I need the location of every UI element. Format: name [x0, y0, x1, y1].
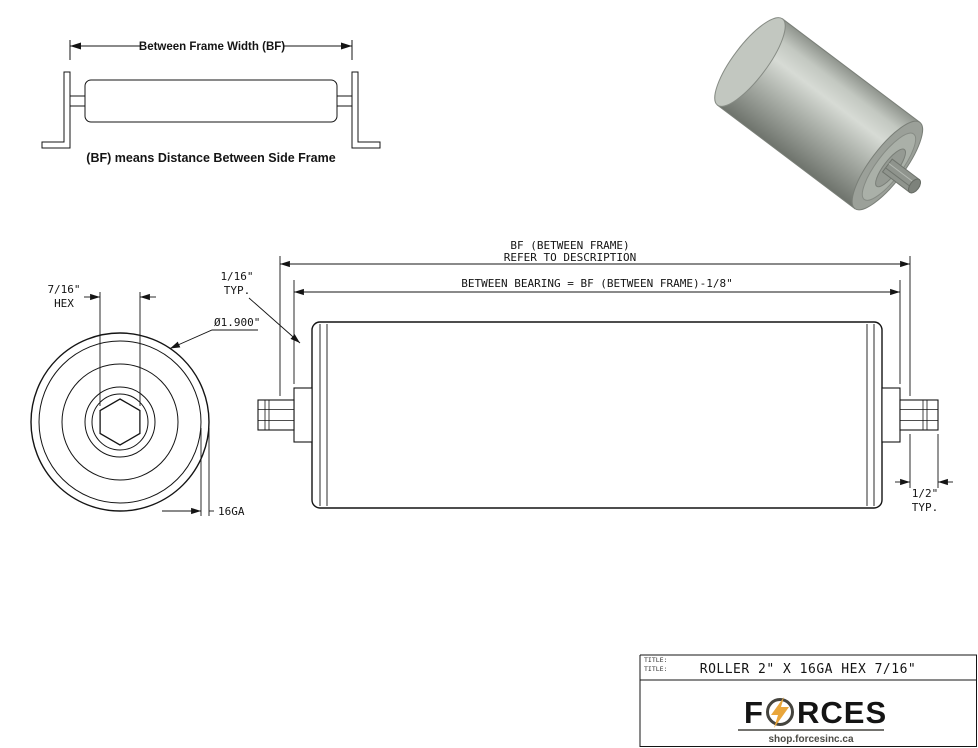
right-offset-typ: TYP.: [912, 501, 939, 514]
bf-label-line1: BF (BETWEEN FRAME): [510, 239, 629, 252]
left-offset-leader: [248, 297, 301, 344]
brand-prefix: F: [744, 695, 764, 730]
title-field-label-1: TITLE:: [644, 656, 667, 664]
title-block: TITLE: TITLE: ROLLER 2" X 16GA HEX 7/16"…: [639, 654, 977, 747]
left-side-frame: [41, 71, 71, 149]
bearing-outer-circle: [84, 386, 156, 458]
roller-body: [84, 79, 338, 123]
lightning-bolt-icon: [771, 697, 789, 728]
bf-label-line2: REFER TO DESCRIPTION: [504, 251, 636, 264]
frame-width-diagram: [41, 40, 381, 149]
right-offset-dimension: [895, 434, 953, 488]
right-shaft-stub: [336, 95, 353, 107]
brand-suffix: RCES: [797, 695, 887, 730]
gauge-dimension: [162, 428, 214, 516]
hex-word-label: HEX: [54, 297, 74, 310]
between-bearing-label: BETWEEN BEARING = BF (BETWEEN FRAME)-1/8…: [461, 277, 733, 290]
shaft-facet-line: [885, 167, 914, 189]
left-bearing: [293, 387, 313, 443]
right-hex-shaft: [899, 399, 939, 431]
website-label: shop.forcesinc.ca: [768, 734, 853, 745]
title-field-label-2: TITLE:: [644, 665, 667, 673]
left-hex-shaft: [257, 399, 295, 431]
diameter-leader: [169, 329, 258, 349]
hex-size-label: 7/16": [47, 283, 80, 296]
bf-dimension: [279, 256, 911, 396]
tube-id-circle: [38, 340, 202, 504]
forces-logo: F RCES shop.forcesinc.ca: [738, 695, 887, 745]
hex-dimension: [84, 292, 156, 406]
cylinder-top-face: [714, 17, 786, 107]
diameter-label: Ø1.900": [214, 316, 260, 329]
right-bearing: [881, 387, 901, 443]
frame-width-dim-label: Between Frame Width (BF): [139, 41, 285, 53]
side-view: [248, 256, 953, 509]
roller-tube: [311, 321, 883, 509]
shaft-end-face: [908, 178, 922, 194]
end-view: [30, 292, 258, 516]
roller-3d-render: [714, 17, 924, 211]
between-bearing-dimension: [293, 280, 901, 384]
frame-diagram-caption: (BF) means Distance Between Side Frame: [86, 151, 335, 165]
bearing-inner-circle: [91, 393, 149, 451]
shaft-highlight: [888, 163, 917, 185]
roller-od-circle: [30, 332, 210, 512]
hex-bore: [99, 398, 141, 446]
right-side-frame: [351, 71, 381, 149]
left-shaft-stub: [69, 95, 86, 107]
left-offset-value: 1/16": [220, 270, 253, 283]
right-offset-value: 1/2": [912, 487, 939, 500]
gauge-label: 16GA: [218, 505, 245, 518]
bearing-housing-circle: [61, 363, 179, 481]
title-block-borders: [639, 654, 977, 747]
left-offset-typ: TYP.: [224, 284, 251, 297]
drawing-title: ROLLER 2" X 16GA HEX 7/16": [700, 662, 917, 677]
